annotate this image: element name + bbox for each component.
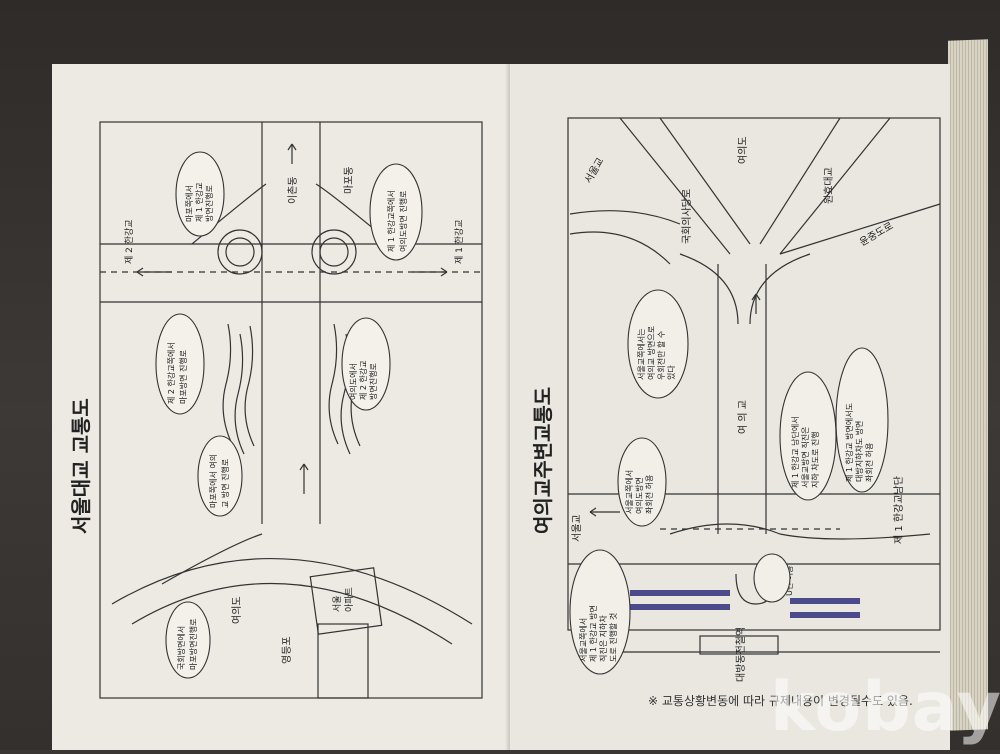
label-bridge2: 제 2 한강교 — [124, 219, 135, 264]
r-bubble-3-line-3: 지하 차도로 진행 — [810, 431, 820, 488]
label-yeouido: 여의도 — [231, 596, 243, 624]
label-apartment-2: 아파트 — [344, 587, 355, 612]
crosswalk-stripes — [630, 590, 860, 618]
bubble-2-line-2: 여의도방면 진행로 — [398, 191, 408, 252]
label-gukhoe-road: 국회의사당로 — [681, 189, 693, 244]
bubble-4-line-1: 여의도에서 — [348, 363, 358, 400]
label-ichon: 이촌동 — [287, 176, 299, 204]
bubble-1-line-3: 방면진행로 — [204, 185, 214, 222]
right-page: 여의교주변교통도 서울교 국회의사당로 여의도 원효대교 윤중도로 여 의 교 … — [510, 64, 950, 750]
page-edges — [948, 39, 988, 731]
bubble-1-line-1: 마포쪽에서 — [185, 185, 194, 222]
bubble-5-line-1: 마포쪽에서 여의 — [208, 454, 218, 508]
bubble-outline — [197, 435, 243, 517]
r-bubble-5-line-2: 제 1 한강교 방면 — [588, 605, 598, 662]
r-bubble-4-line-2: 대방지하차도 방면 — [854, 421, 864, 482]
r-bubble-4-line-3: 좌회전 허용 — [864, 443, 874, 482]
r-bubble-2-line-1: 서울교쪽에서 — [625, 470, 634, 514]
bubble-6-line-1: 국회방면에서 — [176, 626, 186, 670]
r-bubble-5-line-4: 도로 진행할 것 — [608, 613, 618, 662]
bubble-outline — [165, 601, 211, 679]
r-bubble-1-line-4: 있다 — [666, 365, 676, 380]
footnote: ※ 교통상황변동에 따라 규제내용이 변경될수도 있음. — [648, 694, 913, 708]
bubble-6-line-2: 마포방면진행로 — [188, 618, 198, 670]
bubble-3-line-1: 제 2 한강교쪽에서 — [166, 342, 176, 404]
bubble-outline — [175, 151, 225, 237]
r-bubble-3-line-2: 서울교방면 직진은 — [800, 427, 810, 488]
left-title: 서울대교 교통도 — [69, 398, 93, 534]
bubble-5-line-2: 교 방면 진행로 — [220, 459, 230, 508]
label-yeouido: 여의도 — [737, 136, 749, 164]
label-rail-station: 대방동전철역 — [735, 627, 747, 682]
label-seoulgyo-bottom: 서울교 — [571, 514, 583, 542]
r-bubble-1-line-3: 우회전만 할 수 — [656, 331, 666, 380]
left-page: 서울대교 교통도 제 2 한강교 제 1 한강교 이촌동 마포동 여의도 영등포… — [52, 64, 510, 750]
label-yeongdeungpo: 영등포 — [281, 636, 293, 664]
label-apartment-1: 서울 — [332, 595, 343, 612]
bubble-outline — [155, 313, 205, 415]
label-mapo: 마포동 — [343, 166, 355, 194]
r-bubble-3-line-1: 제 1 한강교 남단에서 — [790, 416, 800, 488]
map-frame — [99, 121, 483, 699]
label-bridge1-south: 제 1 한강교남단 — [893, 476, 905, 544]
bubble-outline — [369, 163, 423, 261]
r-bubble-1-line-1: 서울교쪽에서는 — [637, 328, 646, 380]
label-seoulgyo-top: 서울교 — [582, 156, 606, 186]
seoul-bridge-traffic-map: 서울대교 교통도 제 2 한강교 제 1 한강교 이촌동 마포동 여의도 영등포… — [69, 121, 483, 699]
bubble-1-line-2: 제 1 한강교 — [194, 182, 204, 222]
bubble-outline — [341, 317, 391, 411]
r-bubble-5-line-3: 직진은 지하차 — [598, 615, 608, 662]
r-bubble-2-line-3: 좌회전 허용 — [644, 475, 654, 514]
bubble-4-line-3: 방면진행로 — [368, 363, 378, 400]
label-wonhyo: 원효대교 — [823, 167, 835, 204]
bubble-2-line-1: 제 1 한강교쪽에서 — [386, 190, 396, 252]
label-yeouigyo: 여 의 교 — [737, 400, 749, 434]
bubble-3-line-2: 마포방면 진행로 — [178, 350, 188, 404]
r-bubble-2-line-2: 여의도방면 — [634, 477, 644, 514]
r-bubble-5-line-1: 서울교쪽에서 — [579, 618, 588, 662]
yeouigyo-traffic-map: 여의교주변교통도 서울교 국회의사당로 여의도 원효대교 윤중도로 여 의 교 … — [531, 117, 941, 682]
watermark-logo: kobay — [770, 668, 1000, 747]
r-bubble-4-line-1: 제 1 한강교 방면에서도 — [844, 403, 854, 482]
right-title: 여의교주변교통도 — [531, 387, 555, 534]
map-frame — [567, 117, 941, 631]
label-bridge1: 제 1 한강교 — [454, 219, 465, 264]
r-bubble-1-line-2: 여의교 방면으로 — [646, 326, 656, 380]
bubble-4-line-2: 제 2 한강교 — [358, 360, 368, 400]
